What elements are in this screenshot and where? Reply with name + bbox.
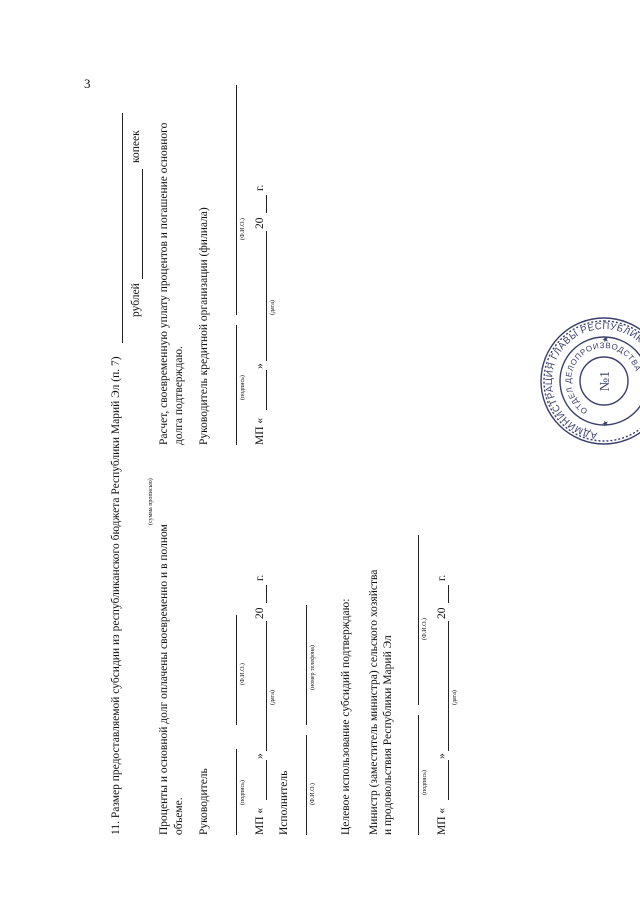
- borrower-fio-caption: (Ф.И.О.): [240, 663, 246, 685]
- borrower-statement-line2: объеме.: [173, 797, 185, 835]
- item11-label: 11. Размер предоставляемой субсидии из р…: [110, 356, 122, 835]
- borrower-signature-caption: (подпись): [240, 780, 246, 805]
- bank-year-suffix: г.: [254, 184, 266, 191]
- minister-year-line: [448, 585, 449, 603]
- minister-day-line: [448, 760, 449, 800]
- borrower-statement-line1: Проценты и основной долг оплачены своевр…: [158, 524, 170, 835]
- minister-month-line: [448, 621, 449, 751]
- borrower-fio-line: [236, 615, 237, 725]
- bank-year-prefix: 20: [254, 217, 266, 230]
- borrower-year-suffix: г.: [254, 574, 266, 581]
- amount-line: [122, 113, 123, 343]
- ministry-confirm-label: Целевое использование субсидий подтвержд…: [340, 598, 352, 835]
- minister-quote-close: »: [436, 753, 448, 759]
- bank-date-caption: (дата): [270, 300, 276, 315]
- borrower-head-label: Руководитель: [198, 768, 210, 835]
- bank-statement-line2: долга подтверждаю.: [173, 346, 185, 445]
- stamp-star-icon: ★: [601, 420, 610, 427]
- minister-year-prefix: 20: [436, 607, 448, 620]
- minister-fio-line: [418, 535, 419, 705]
- rotated-form-sheet: 11. Размер предоставляемой субсидии из р…: [100, 55, 640, 855]
- borrower-day-line: [266, 760, 267, 800]
- bank-head-label: Руководитель кредитной организации (фили…: [198, 207, 210, 445]
- bank-fio-line: [236, 85, 237, 315]
- bank-quote-close: »: [254, 363, 266, 369]
- amount-caption: (сумма прописью): [148, 478, 154, 525]
- bank-mp-prefix: МП «: [254, 417, 266, 445]
- borrower-quote-close: »: [254, 753, 266, 759]
- stamp-outer-ring: [540, 317, 640, 445]
- kopecks-label: копеек: [130, 130, 142, 163]
- bank-signature-caption: (подпись): [240, 375, 246, 400]
- executor-fio-caption: (Ф.И.О.): [310, 783, 316, 805]
- minister-signature-line: [418, 715, 419, 835]
- minister-year-suffix: г.: [436, 574, 448, 581]
- rubles-label: рублей: [130, 283, 142, 317]
- bank-statement-line1: Расчет, своевременную уплату процентов и…: [158, 122, 170, 445]
- borrower-mp-prefix: МП «: [254, 807, 266, 835]
- official-round-stamp: АДМИНИСТРАЦИЯ ГЛАВЫ РЕСПУБЛИКИ МАРИЙ ЭЛ …: [540, 317, 640, 445]
- minister-line2: и продовольствия Республики Марий Эл: [382, 635, 394, 835]
- executor-label: Исполнитель: [278, 770, 290, 835]
- borrower-year-prefix: 20: [254, 607, 266, 620]
- borrower-signature-line: [236, 749, 237, 835]
- bank-fio-caption: (Ф.И.О.): [240, 218, 246, 240]
- stamp-middle-ring: [559, 336, 640, 426]
- bank-month-line: [266, 231, 267, 361]
- borrower-year-line: [266, 585, 267, 603]
- stamp-inner-ring: [579, 356, 629, 406]
- bank-year-line: [266, 195, 267, 213]
- executor-phone-line: [306, 605, 307, 725]
- minister-date-caption: (дата): [452, 690, 458, 705]
- minister-signature-caption: (подпись): [422, 770, 428, 795]
- page-number: 3: [84, 76, 91, 91]
- minister-line1: Министр (заместитель министра) сельского…: [368, 569, 380, 835]
- borrower-month-line: [266, 621, 267, 751]
- stamp-number: №1: [598, 371, 613, 391]
- executor-phone-caption: (номер телефона): [310, 645, 316, 690]
- bank-day-line: [266, 370, 267, 410]
- stamp-star-icon-right: ★: [601, 336, 610, 343]
- borrower-date-caption: (дата): [270, 690, 276, 705]
- stamp-toothed-ring: [543, 320, 640, 442]
- bank-signature-line: [236, 325, 237, 445]
- minister-mp-prefix: МП «: [436, 807, 448, 835]
- minister-fio-caption: (Ф.И.О.): [422, 618, 428, 640]
- executor-fio-line: [306, 735, 307, 835]
- kopecks-line: [142, 169, 143, 279]
